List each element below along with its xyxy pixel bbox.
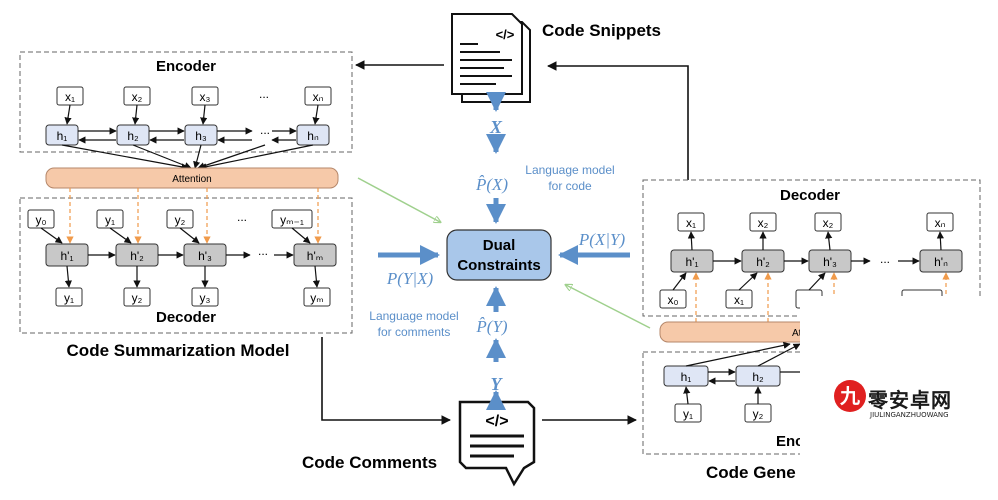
lm-code-line1: Language model — [525, 163, 614, 177]
gen-dec-in-2: x₁ — [734, 293, 744, 307]
code-snippets-label: Code Snippets — [542, 21, 661, 40]
enc-h-2: h₂ — [127, 129, 139, 143]
dec-in-2: y₁ — [105, 213, 115, 227]
dec-in-ellipsis: ... — [237, 210, 247, 224]
dec-h-1: h'₁ — [60, 249, 73, 263]
dual-constraints-box — [446, 229, 552, 281]
p-x-given-y: P(X|Y) — [578, 230, 626, 249]
enc-h-ellipsis: ... — [260, 123, 270, 137]
p-y-given-x: P(Y|X) — [386, 269, 434, 288]
dual-constraints: Dual Constraints X P̂(X) P̂(Y) Y Languag… — [357, 92, 651, 410]
enc-h-3: h₃ — [195, 129, 207, 143]
py-hat: P̂(Y) — [475, 317, 508, 336]
code-comments-icon-text: </> — [485, 413, 508, 430]
enc-h-1: h₁ — [57, 129, 68, 143]
dec-inputs: y₀ y₁ y₂ yₘ₋₁ ... — [27, 209, 313, 229]
summarization-model-title: Code Summarization Model — [67, 341, 290, 360]
gen-enc-h-2: h₂ — [752, 370, 764, 384]
dec-out-2: y₂ — [132, 291, 143, 305]
watermark-subtitle: JIULINGANZHUOWANG — [870, 411, 949, 419]
enc-h-n: hₙ — [307, 129, 319, 143]
x-symbol: X — [489, 117, 503, 137]
dec-h-ellipsis: ... — [258, 244, 268, 258]
generation-model-title: Code Gene — [706, 463, 796, 482]
dec-in-m: yₘ₋₁ — [280, 213, 304, 227]
gen-enc-hidden: h₁ h₂ — [663, 365, 781, 387]
dec-out-3: y₃ — [200, 291, 211, 305]
crop-mask — [800, 296, 998, 500]
code-snippets-icon-text: </> — [496, 27, 515, 42]
encoder-title: Encoder — [156, 58, 216, 75]
gen-dec-h-2: h'₂ — [756, 255, 770, 269]
enc-inputs: x₁ x₂ x₃ xₙ ... — [56, 86, 332, 106]
dec-h-m: h'ₘ — [307, 249, 323, 263]
code-generation-model: Decoder x₁ x₂ x₂ xₙ h'₁ h'₂ h'₃ h'ₙ ... — [642, 179, 998, 500]
gen-dec-outputs: x₁ x₂ x₂ xₙ — [677, 212, 954, 232]
gen-dec-h-3: h'₃ — [823, 255, 837, 269]
gen-enc-h-1: h₁ — [681, 370, 692, 384]
dec-in-3: y₂ — [175, 213, 186, 227]
speech-bubble — [458, 400, 536, 487]
dec-out-1: y₁ — [64, 291, 74, 305]
lm-code-line2: for code — [548, 179, 592, 193]
gen-dec-out-1: x₁ — [686, 216, 696, 230]
gen-dec-h-ellipsis: ... — [880, 252, 890, 266]
enc-x-ellipsis: ... — [259, 87, 269, 101]
gen-dec-h-1: h'₁ — [685, 255, 698, 269]
summ-attention-label: Attention — [172, 174, 211, 185]
decoder-title: Decoder — [156, 309, 216, 326]
connectors — [321, 60, 689, 425]
enc-x-n: xₙ — [313, 90, 324, 104]
summ-attention-bar — [45, 167, 339, 189]
lm-comments-line2: for comments — [378, 325, 451, 339]
dec-out-m: yₘ — [310, 291, 323, 305]
enc-x-1: x₁ — [65, 90, 75, 104]
px-hat: P̂(X) — [475, 175, 508, 194]
dec-hidden: h'₁ h'₂ h'₃ h'ₘ ... — [45, 243, 337, 267]
gen-dec-h-n: h'ₙ — [934, 255, 948, 269]
code-comments-label: Code Comments — [302, 453, 437, 472]
gen-dec-out-n: xₙ — [935, 216, 946, 230]
decoder-box — [19, 197, 353, 334]
watermark-logo: 九 零安卓网 JIULINGANZHUOWANG — [828, 368, 978, 428]
gen-attention-label: At — [792, 328, 802, 339]
dec-h-3: h'₃ — [198, 249, 212, 263]
dual-line1: Dual — [483, 237, 516, 254]
gen-enc-inputs: y₁ y₂ — [674, 403, 772, 423]
dual-line2: Constraints — [457, 257, 540, 274]
gen-decoder-title: Decoder — [780, 187, 840, 204]
code-comments-doc: </> Code Comments — [302, 400, 536, 487]
dec-in-1: y₀ — [36, 213, 47, 227]
gen-dec-in-1: x₀ — [668, 293, 679, 307]
dec-h-2: h'₂ — [130, 249, 144, 263]
green-arrow-right — [566, 285, 651, 329]
dec-outputs: y₁ y₂ y₃ yₘ — [55, 287, 331, 307]
doc-front-page — [451, 13, 523, 95]
watermark-badge: 九 — [834, 380, 866, 412]
green-arrow-left — [357, 177, 440, 222]
gen-encoder-title: Enc — [776, 433, 804, 450]
enc-x-2: x₂ — [132, 90, 143, 104]
enc-hidden: h₁ h₂ h₃ hₙ ... — [45, 123, 330, 146]
code-summarization-model: Encoder x₁ x₂ x₃ xₙ ... h₁ h₂ h₃ hₙ ... — [19, 51, 353, 360]
gen-enc-y-2: y₂ — [753, 407, 764, 421]
y-symbol: Y — [491, 374, 504, 394]
lm-comments-line1: Language model — [369, 309, 458, 323]
watermark-title: 零安卓网 — [868, 388, 952, 412]
gen-dec-out-2: x₂ — [758, 216, 769, 230]
code-snippets-doc: </> Code Snippets — [451, 13, 661, 103]
enc-x-3: x₃ — [200, 90, 211, 104]
gen-enc-y-1: y₁ — [683, 407, 693, 421]
gen-dec-out-3: x₂ — [823, 216, 834, 230]
